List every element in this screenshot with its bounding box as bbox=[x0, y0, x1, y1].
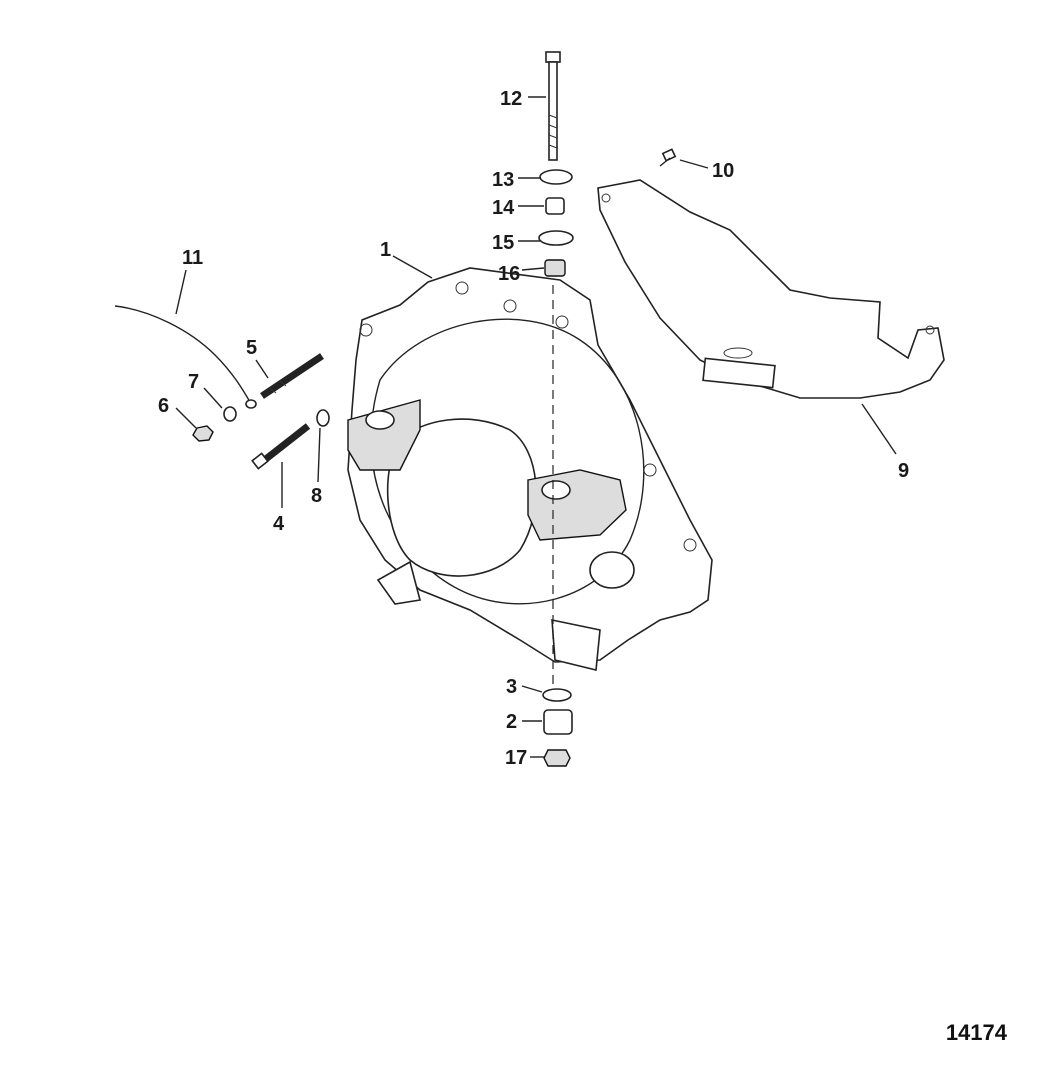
callout-14: 14 bbox=[492, 197, 515, 219]
callout-8: 8 bbox=[311, 485, 322, 507]
stud-bolt bbox=[545, 51, 561, 161]
callout-6: 6 bbox=[158, 395, 169, 417]
nut-16 bbox=[544, 259, 566, 277]
bolt-4 bbox=[251, 423, 311, 470]
washer-13 bbox=[539, 169, 573, 185]
stud-5 bbox=[260, 353, 324, 399]
callout-13: 13 bbox=[492, 169, 514, 191]
leader-lines bbox=[175, 96, 897, 758]
bolt-10 bbox=[659, 148, 677, 167]
washer-8 bbox=[316, 409, 330, 427]
callout-3: 3 bbox=[506, 676, 517, 698]
callout-2: 2 bbox=[506, 711, 517, 733]
washer-15 bbox=[538, 230, 574, 246]
callout-5: 5 bbox=[246, 337, 257, 359]
callout-17: 17 bbox=[505, 747, 527, 769]
callout-7: 7 bbox=[188, 371, 199, 393]
washer-7 bbox=[223, 406, 237, 422]
ground-strap bbox=[114, 305, 251, 403]
spacer-14 bbox=[545, 197, 565, 215]
bushing-2 bbox=[543, 709, 573, 735]
callout-1: 1 bbox=[380, 239, 391, 261]
flywheel-cover bbox=[597, 179, 945, 399]
figure-number: 14174 bbox=[945, 1020, 1007, 1045]
ring-3 bbox=[542, 688, 572, 702]
callout-16: 16 bbox=[498, 263, 520, 285]
callout-15: 15 bbox=[492, 232, 514, 254]
callout-11: 11 bbox=[182, 247, 203, 269]
nut-6 bbox=[192, 425, 214, 442]
callout-10: 10 bbox=[712, 160, 734, 182]
flywheel-housing bbox=[347, 267, 713, 671]
nut-17 bbox=[543, 749, 571, 767]
callout-12: 12 bbox=[500, 88, 522, 110]
callout-9: 9 bbox=[898, 460, 909, 482]
callout-4: 4 bbox=[273, 513, 285, 535]
